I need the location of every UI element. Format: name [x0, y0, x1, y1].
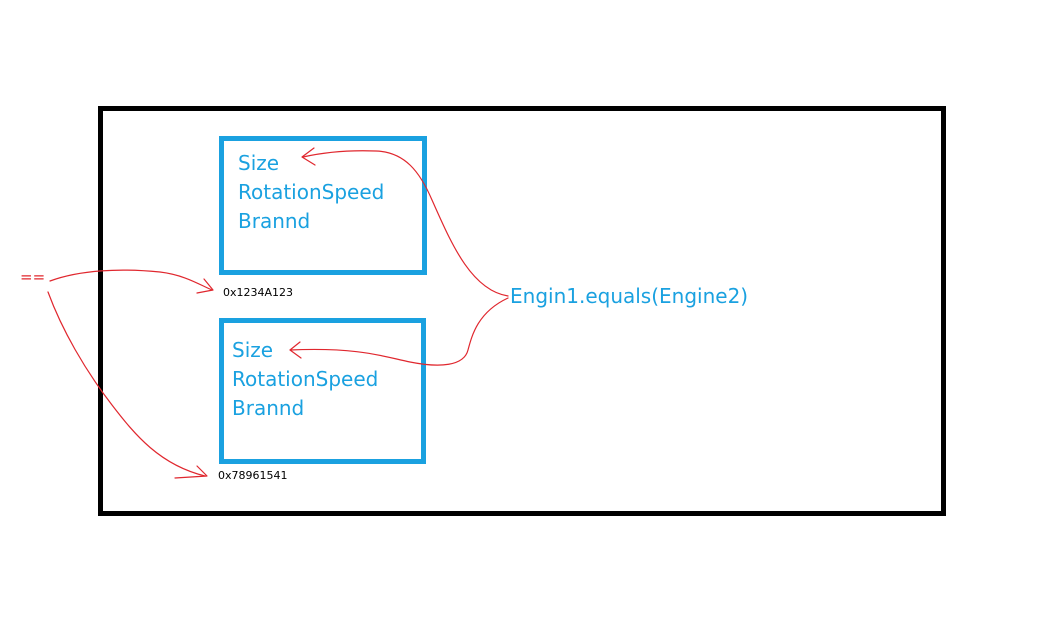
object2-address: 0x78961541 [218, 469, 288, 482]
object1-field-size: Size [238, 151, 280, 175]
object1-field-rotationspeed: RotationSpeed [238, 180, 385, 204]
object1-field-brand: Brannd [238, 209, 311, 233]
object2-field-rotationspeed: RotationSpeed [232, 367, 379, 391]
object2-field-brand: Brannd [232, 396, 305, 420]
object2-field-size: Size [232, 338, 274, 362]
reference-equality-operator: == [20, 268, 46, 286]
object1-address: 0x1234A123 [223, 286, 294, 299]
equals-method-label: Engin1.equals(Engine2) [510, 284, 749, 308]
